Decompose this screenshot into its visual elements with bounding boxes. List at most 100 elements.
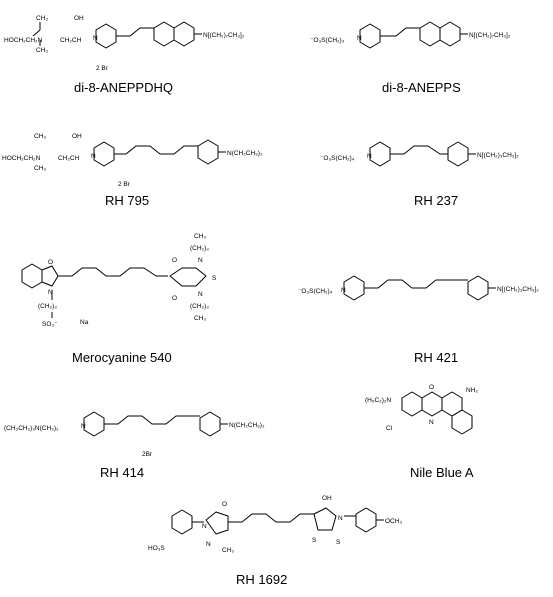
group-sulfonate: ⁻O₃S(CH₂)₄ (320, 155, 355, 162)
group-ch3-bottom: CH₃ (36, 47, 48, 54)
benzene-sulfonate-ring (171, 509, 193, 535)
group-dialkylamine: N(CH₂CH₃)₂ (229, 422, 265, 429)
bond-lines (32, 22, 41, 46)
pyridinium-n: N (357, 35, 362, 42)
counterion-dianeppdhq: 2 Br (96, 65, 109, 72)
group-dialkylamine: N(CH₂CH₃)₂ (227, 150, 263, 157)
polyene-bridge (114, 145, 198, 155)
pyridinium-ring (95, 23, 117, 49)
group-hoch2ch2n: HOCH₂CH₂N (2, 155, 41, 162)
group-dialkylamine: N[(CH₂)₃CH₃]₂ (477, 152, 519, 159)
molecule-rh237: ⁻O₃S(CH₂)₄ N N[(CH₂)₃CH₃]₂ RH 237 (320, 141, 519, 208)
group-ch2ch: CH₂CH (60, 37, 82, 44)
caption-rh237: RH 237 (414, 193, 458, 208)
atom-n-bottom: N (198, 291, 203, 298)
caption-dianepps: di-8-ANEPPS (382, 80, 461, 95)
group-ch2-3-top: (CH₂)₃ (190, 245, 209, 252)
pyrazolone-ring (205, 511, 229, 535)
pyridinium-n: N (367, 153, 372, 160)
atom-n-2: N (206, 541, 211, 548)
group-oh: OH (74, 15, 84, 22)
ring-a (401, 391, 423, 417)
molecule-rh795: HOCH₂CH₂N CH₃ CH₃ OH CH₂CH N N(CH₂CH₃)₂ … (2, 133, 263, 208)
phenyl-ring (199, 411, 221, 437)
group-ch3-top: CH₃ (36, 15, 48, 22)
thiobarbiturate-ring (169, 267, 207, 287)
ring-b (421, 391, 443, 417)
ring-c (441, 391, 463, 417)
group-oh: OH (72, 133, 82, 140)
group-ch3-top: CH₃ (34, 133, 46, 140)
group-ch3-bottom: CH₃ (194, 315, 206, 322)
polyene-bridge (390, 145, 448, 155)
molecule-merocyanine: O N (CH₂)₃ SO₃⁻ Na O O N N S (CH₂)₃ CH₃ … (21, 233, 217, 365)
group-dialkylamine: N[(CH₂)₃CH₃]₂ (497, 286, 539, 293)
group-sulfonate: ⁻O₃S(CH₂)₄ (298, 288, 333, 295)
group-ch3: CH₃ (222, 547, 234, 554)
naphthalene-ring-1 (153, 21, 175, 47)
vinyl-bridge (116, 27, 154, 37)
thiazolidine-ring (313, 507, 337, 531)
polyene-bridge (228, 513, 314, 523)
atom-o: O (429, 384, 434, 391)
pyridinium-ring (93, 141, 115, 167)
ring-d (451, 409, 473, 435)
group-dialkylamine: N[(CH₂)₇CH₃]₂ (469, 32, 511, 39)
group-trialkylammonium: (CH₃CH₂)₃N(CH₃)₂ (4, 425, 59, 432)
molecule-nileblue: (H₅C₂)₂N O N NH₂ Cl Nile Blue A (365, 384, 478, 480)
counterion-rh795: 2 Br (118, 181, 131, 188)
pyridinium-n: N (341, 287, 346, 294)
vinyl-bridge (380, 27, 420, 37)
group-och3: OCH₃ (385, 518, 402, 525)
atom-o: O (48, 259, 53, 266)
pyridinium-ring (369, 141, 391, 167)
polyene-bridge (104, 415, 200, 425)
group-ch2-3-bottom: (CH₂)₃ (190, 303, 209, 310)
atom-o: O (222, 501, 227, 508)
phenyl-ring (447, 141, 469, 167)
caption-merocyanine: Merocyanine 540 (72, 350, 172, 365)
counterion-merocyanine: Na (80, 319, 89, 326)
group-nh2: NH₂ (466, 387, 478, 394)
group-dialkylamine: N[(CH₂)₇CH₃]₂ (203, 32, 245, 39)
molecule-dianepps: ⁻O₃S(CH₂)₃ N N[(CH₂)₇CH₃]₂ di-8-ANEPPS (310, 21, 511, 95)
group-ch3-top: CH₃ (194, 233, 206, 240)
group-hoch2ch2n: HOCH₂CH₂N (4, 37, 43, 44)
atom-n-ring: N (338, 515, 343, 522)
pyridinium-ring (83, 411, 105, 437)
caption-dianeppdhq: di-8-ANEPPDHQ (74, 80, 173, 95)
naphthalene-ring-2 (439, 21, 461, 47)
pyridinium-n: N (91, 153, 96, 160)
group-ch2-3: (CH₂)₃ (38, 303, 57, 310)
atom-n: N (429, 419, 434, 426)
atom-o-top: O (172, 257, 177, 264)
polyene-bridge (58, 267, 168, 277)
pyridinium-n: N (81, 423, 86, 430)
counterion-rh414: 2Br (142, 451, 153, 458)
atom-s-thione: S (336, 539, 341, 546)
counterion-nileblue: Cl (386, 425, 393, 432)
group-ch3-bottom: CH₃ (34, 165, 46, 172)
phenyl-ring (197, 139, 219, 165)
pyridinium-n: N (93, 35, 98, 42)
caption-rh1692: RH 1692 (236, 572, 287, 587)
atom-n: N (48, 289, 53, 296)
molecule-rh1692: HO₃S O N N CH₃ OH S N S OCH₃ RH 1692 (148, 495, 402, 587)
caption-nileblue: Nile Blue A (410, 465, 474, 480)
pyridinium-ring (343, 275, 365, 301)
pyridinium-ring (359, 23, 381, 49)
polyene-bridge (364, 279, 468, 289)
atom-s: S (212, 275, 217, 282)
molecule-rh421: ⁻O₃S(CH₂)₄ N N[(CH₂)₃CH₃]₂ RH 421 (298, 275, 539, 365)
oxazole-ring (41, 265, 59, 287)
group-oh: OH (322, 495, 332, 502)
atom-o-bottom: O (172, 295, 177, 302)
caption-rh414: RH 414 (100, 465, 144, 480)
molecule-rh414: (CH₃CH₂)₃N(CH₃)₂ N N(CH₂CH₃)₂ 2Br RH 414 (4, 411, 265, 480)
methoxyphenyl-ring (355, 507, 377, 533)
phenyl-ring (467, 275, 489, 301)
caption-rh795: RH 795 (105, 193, 149, 208)
group-sulfonic-acid: HO₃S (148, 545, 165, 552)
